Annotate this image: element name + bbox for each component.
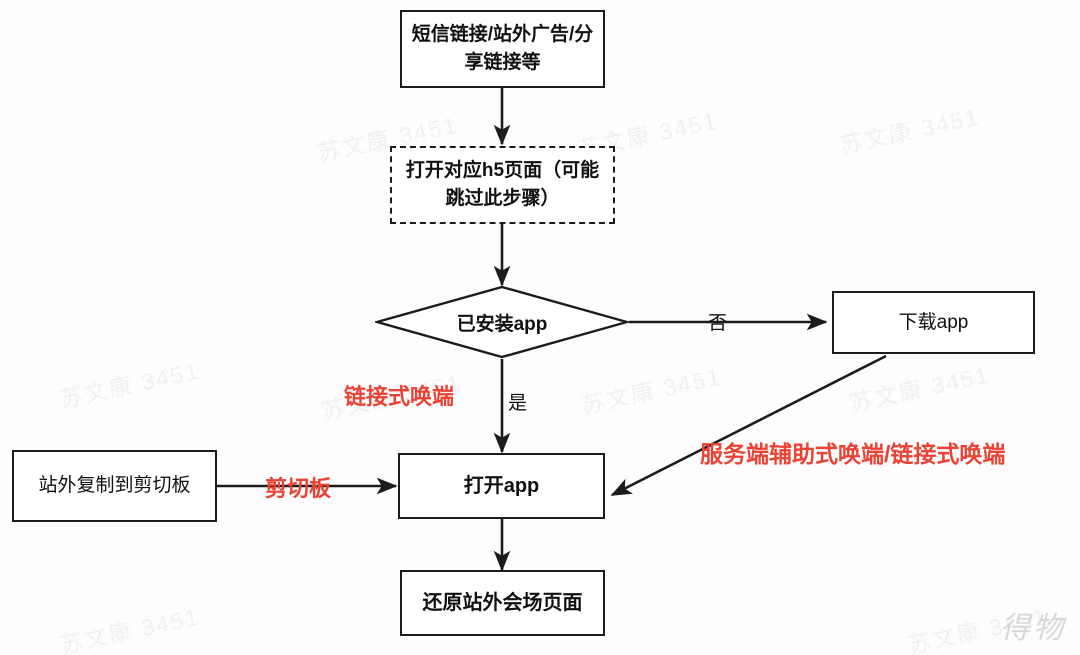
brand-logo: 得物	[1000, 612, 1066, 645]
node-decision-label: 已安装app	[456, 313, 548, 335]
node-h5-page[interactable]: 打开对应h5页面（可能跳过此步骤）	[390, 146, 615, 224]
node-open-app-label: 打开app	[463, 474, 540, 497]
watermark: 苏文康 3451	[579, 363, 725, 419]
edge-label-clipboard: 剪切板	[265, 476, 332, 501]
edge-download-to-open-app	[610, 354, 887, 497]
edge-label-no: 否	[708, 313, 728, 334]
node-open-app[interactable]: 打开app	[398, 453, 605, 519]
node-download-app[interactable]: 下载app	[832, 291, 1035, 354]
node-restore-page[interactable]: 还原站外会场页面	[400, 570, 605, 636]
node-entry[interactable]: 短信链接/站外广告/分享链接等	[400, 10, 605, 88]
node-download-app-label: 下载app	[898, 311, 969, 333]
watermark: 苏文康 3451	[837, 103, 983, 159]
diamond-shape	[375, 285, 629, 359]
node-clipboard-copy[interactable]: 站外复制到剪切板	[12, 450, 217, 522]
node-clipboard-copy-label: 站外复制到剪切板	[38, 475, 191, 497]
watermark: 苏文康 3451	[57, 603, 203, 655]
node-decision-installed-app[interactable]: 已安装app	[375, 285, 629, 359]
edge-label-yes: 是	[508, 393, 528, 414]
watermark: 苏文康 3451	[847, 361, 993, 417]
node-entry-label: 短信链接/站外广告/分享链接等	[411, 24, 594, 73]
edge-label-link-wakeup: 链接式唤端	[344, 384, 455, 409]
watermark: 苏文康 3451	[57, 357, 203, 413]
edge-label-server-assist-wakeup: 服务端辅助式唤端/链接式唤端	[700, 441, 1006, 467]
node-h5-page-label: 打开对应h5页面（可能跳过此步骤）	[405, 160, 600, 209]
node-restore-page-label: 还原站外会场页面	[422, 591, 583, 614]
